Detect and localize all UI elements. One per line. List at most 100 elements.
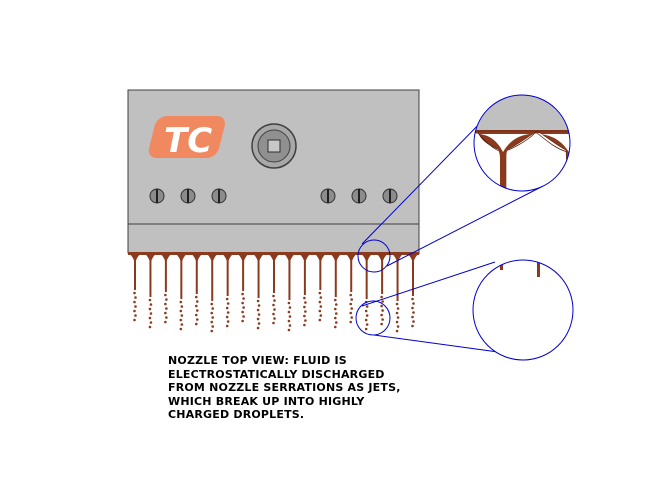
- droplet: [412, 302, 415, 305]
- droplet: [211, 325, 215, 328]
- droplet: [194, 313, 198, 317]
- droplet: [148, 298, 152, 302]
- nozzle-jet: [194, 260, 199, 326]
- droplet: [319, 314, 323, 317]
- droplet: [381, 309, 384, 312]
- zoom-circle-upper: [473, 94, 571, 192]
- droplet: [133, 318, 136, 322]
- droplet: [241, 310, 244, 314]
- droplet: [272, 321, 275, 325]
- nozzle-jet: [272, 260, 276, 325]
- droplet: [319, 305, 323, 308]
- droplet: [257, 313, 261, 316]
- droplet: [134, 305, 137, 308]
- droplet: [380, 313, 383, 317]
- droplet: [180, 314, 184, 317]
- droplet: [364, 318, 368, 322]
- droplet: [333, 325, 337, 329]
- droplet: [350, 316, 354, 319]
- tc-logo: TC: [148, 116, 225, 161]
- droplet: [334, 312, 338, 315]
- droplet: [226, 320, 230, 323]
- droplet: [304, 319, 307, 322]
- droplet: [318, 309, 322, 313]
- droplet: [396, 325, 400, 328]
- nozzle-jet: [380, 260, 384, 326]
- droplet: [303, 314, 306, 318]
- droplet: [164, 302, 167, 306]
- droplet: [288, 306, 292, 309]
- droplet: [165, 298, 168, 301]
- droplet: [381, 318, 384, 321]
- droplet: [350, 298, 354, 301]
- droplet: [364, 309, 368, 313]
- droplet: [256, 299, 260, 303]
- droplet: [134, 314, 137, 317]
- droplet: [287, 310, 291, 314]
- droplet: [225, 306, 229, 310]
- droplet: [148, 307, 152, 311]
- knob-icon: [382, 188, 398, 204]
- droplet: [195, 309, 199, 312]
- knob-icon: [320, 188, 336, 204]
- caption-line-3: FROM NOZZLE SERRATIONS AS JETS,: [168, 381, 401, 394]
- droplet: [304, 301, 307, 304]
- droplet: [318, 318, 322, 322]
- zoom-line-upper-a: [361, 117, 486, 245]
- caption-line-1: NOZZLE TOP VIEW: FLUID IS: [168, 354, 347, 367]
- droplet: [179, 318, 183, 322]
- nozzle-jet: [210, 260, 215, 333]
- droplet: [149, 312, 153, 315]
- droplet: [225, 297, 229, 301]
- droplet: [257, 304, 261, 307]
- droplet: [364, 327, 368, 331]
- nozzle-jet: [349, 260, 354, 324]
- droplet: [226, 302, 230, 305]
- caption-line-4: WHICH BREAK UP INTO HIGHLY: [168, 394, 365, 408]
- droplet: [194, 304, 198, 308]
- droplet: [381, 300, 384, 303]
- droplet: [288, 324, 292, 327]
- droplet: [412, 320, 415, 323]
- droplet: [287, 301, 291, 305]
- droplet: [303, 296, 306, 300]
- droplet: [272, 312, 275, 316]
- droplet: [380, 295, 383, 299]
- droplet: [148, 316, 152, 320]
- fluid-film: [128, 252, 419, 255]
- droplet: [242, 306, 245, 309]
- droplet: [365, 314, 369, 317]
- nozzle-jet: [411, 260, 415, 328]
- diagram-caption: NOZZLE TOP VIEW: FLUID IS ELECTROSTATICA…: [168, 354, 428, 422]
- droplet: [272, 294, 275, 298]
- detail-marker-lower: [355, 300, 391, 336]
- droplet: [211, 307, 215, 310]
- droplet: [303, 305, 306, 309]
- zoom-line-lower-a: [361, 261, 496, 307]
- droplet: [304, 310, 307, 313]
- nozzle-jet: [148, 260, 153, 329]
- droplet: [148, 325, 152, 329]
- droplet: [380, 304, 383, 308]
- droplet: [225, 324, 229, 328]
- droplet: [194, 322, 198, 326]
- control-knobs: [149, 188, 398, 204]
- droplet: [349, 320, 353, 324]
- droplet: [333, 307, 337, 311]
- droplet: [242, 297, 245, 300]
- droplet: [133, 300, 136, 304]
- droplet: [149, 303, 153, 306]
- nozzle-jet: [241, 260, 245, 323]
- nozzle-jet: [395, 260, 400, 333]
- droplet: [164, 293, 167, 297]
- droplet: [179, 309, 183, 313]
- droplet: [226, 311, 230, 314]
- droplet: [164, 320, 167, 324]
- droplet: [396, 307, 400, 310]
- droplet: [256, 308, 260, 312]
- caption-line-2: ELECTROSTATICALLY DISCHARGED: [168, 367, 385, 381]
- droplet: [180, 323, 184, 326]
- droplet: [411, 297, 414, 301]
- droplet: [195, 300, 199, 303]
- droplet: [272, 303, 275, 307]
